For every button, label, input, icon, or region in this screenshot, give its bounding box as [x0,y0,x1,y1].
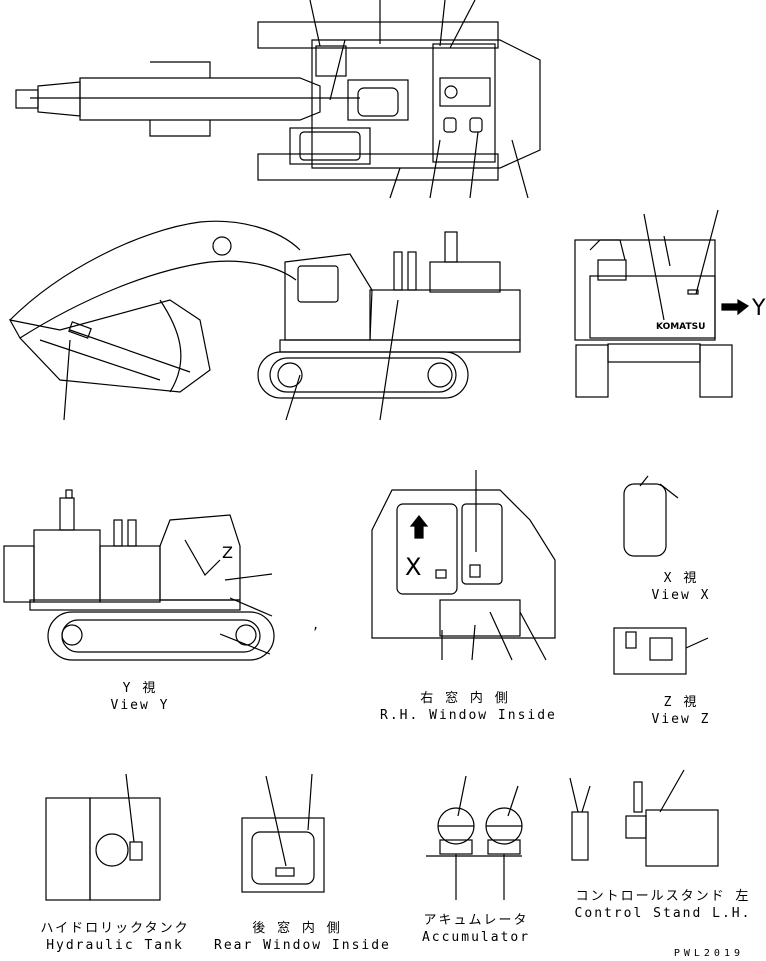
caption-rear-window-jp: 後 窓 内 側 [252,921,342,936]
accumulator-drawing [426,775,523,900]
caption-view-x-en: View X [651,588,711,603]
caption-view-z-jp: Z 視 [663,695,699,710]
caption-rear-window: 後 窓 内 側 Rear Window Inside [214,920,391,954]
caption-rh-window-jp: 右 窓 内 側 [420,691,510,706]
y-arrow-label: Y [752,296,766,321]
caption-accumulator-jp: アキュムレータ [423,913,529,928]
caption-accumulator-en: Accumulator [421,930,531,945]
rear-view [574,209,750,398]
caption-control-stand-en: Control Stand L.H. [574,906,752,921]
z-mark-label: Z [222,543,233,562]
rh-window-drawing [371,470,556,661]
caption-rh-window: 右 窓 内 側 R.H. Window Inside [380,690,557,724]
view-y-drawing [3,489,275,661]
view-z-drawing [613,627,709,675]
caption-view-z-en: View Z [651,712,711,727]
caption-hydraulic-tank-jp: ハイドロリックタンク [40,921,190,936]
caption-view-y-en: View Y [110,698,170,713]
rear-window-drawing [241,773,325,893]
view-x-drawing [623,475,679,557]
hydraulic-tank-drawing [45,773,161,901]
caption-view-y: Y 視 View Y [90,680,190,714]
caption-view-x-jp: X 視 [663,571,699,586]
drawing-reference: PWL2019 [673,948,744,959]
caption-view-x: X 視 View X [636,570,726,604]
caption-control-stand: コントロールスタンド 左 Control Stand L.H. [570,888,756,922]
stray-comma: , [312,618,320,632]
caption-rh-window-en: R.H. Window Inside [380,708,557,723]
control-stand-drawing [569,769,719,867]
top-plan-view [15,0,541,199]
x-mark-label: X [405,553,422,581]
caption-control-stand-jp: コントロールスタンド 左 [575,889,751,904]
caption-view-z: Z 視 View Z [636,694,726,728]
caption-view-y-jp: Y 視 [122,681,158,696]
brand-label: KOMATSU [656,322,706,332]
caption-hydraulic-tank: ハイドロリックタンク Hydraulic Tank [20,920,210,954]
caption-rear-window-en: Rear Window Inside [214,938,391,953]
caption-hydraulic-tank-en: Hydraulic Tank [46,938,184,953]
side-view [8,220,521,421]
caption-accumulator: アキュムレータ Accumulator [416,912,536,946]
